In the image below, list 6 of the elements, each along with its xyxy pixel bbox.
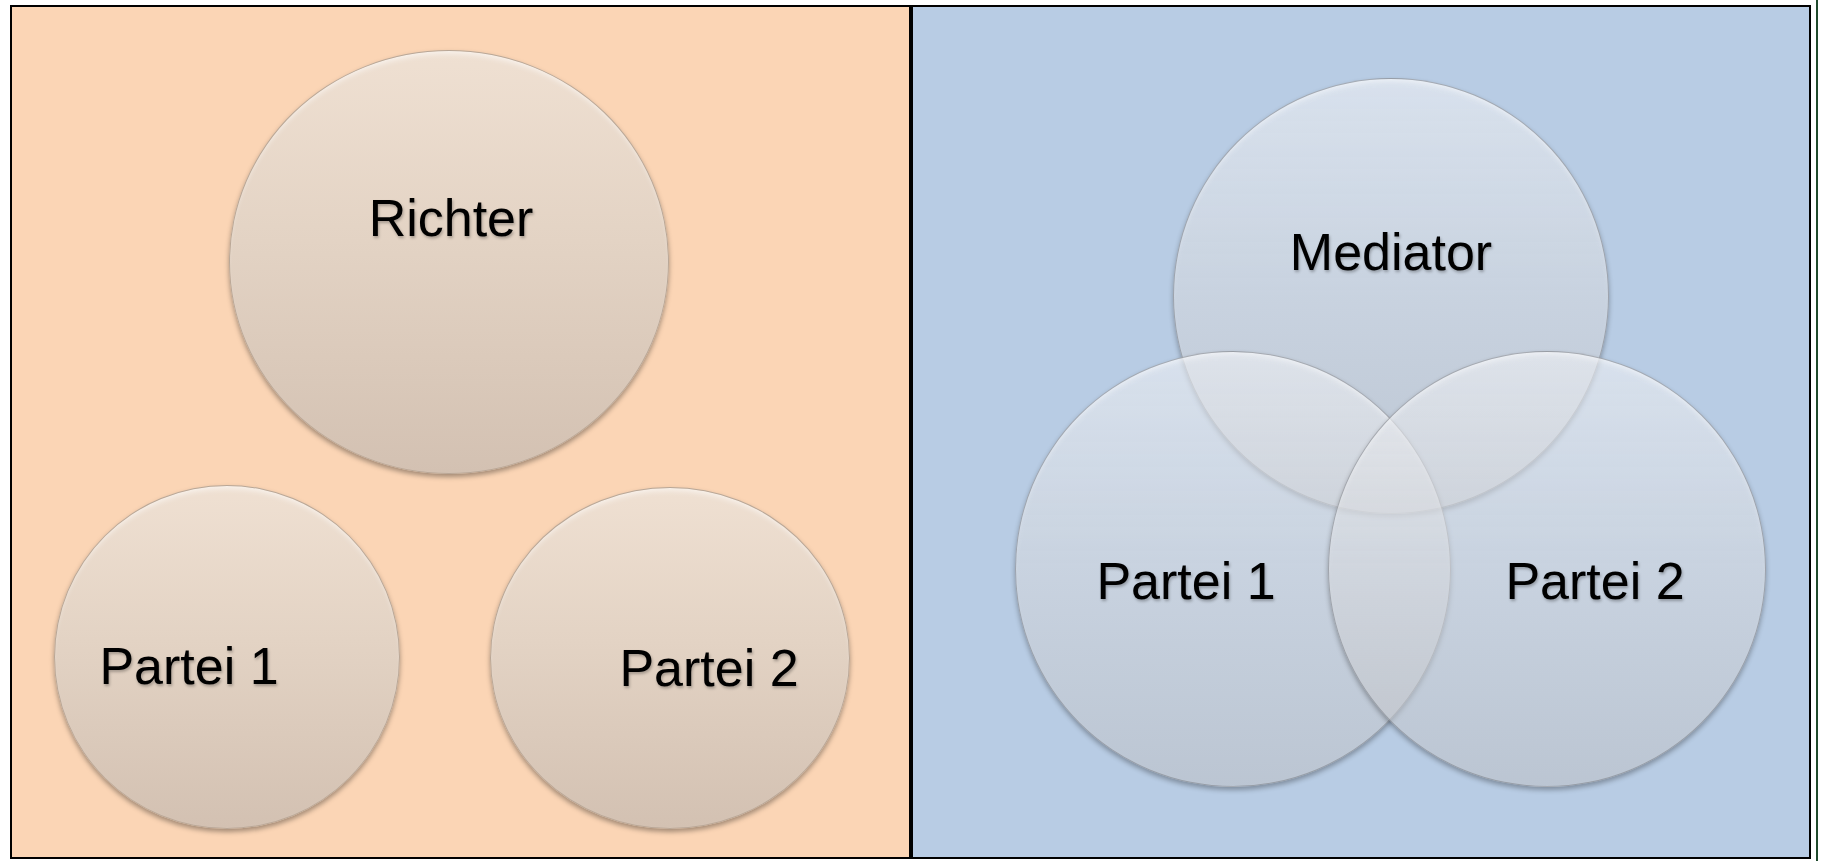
- circle-label: Partei 2: [619, 642, 799, 694]
- circle-label: Mediator: [1289, 226, 1493, 278]
- circle-label: Partei 1: [99, 640, 279, 692]
- circle-label: Richter: [368, 192, 534, 244]
- circle-label: Partei 2: [1505, 555, 1685, 607]
- circle-label: Partei 1: [1096, 555, 1276, 607]
